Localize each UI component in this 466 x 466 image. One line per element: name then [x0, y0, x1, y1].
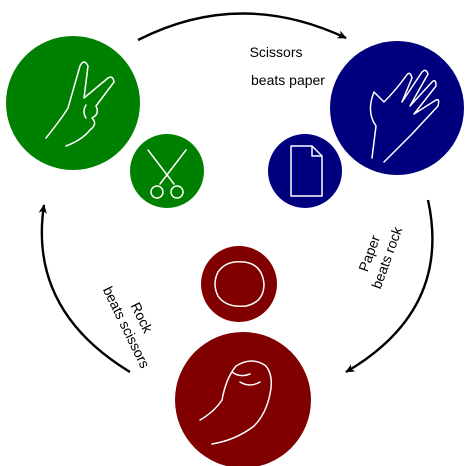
svg-text:Paper beats rock: Paper beats rock [351, 218, 405, 291]
label-scissors-beats-paper: Scissors beats paper [250, 44, 326, 88]
svg-text:Rock beats scissors: Rock beats scissors [100, 276, 169, 371]
arrow-scissors-to-paper [138, 13, 346, 40]
paper-hand-circle [330, 41, 464, 175]
label-paper-beats-rock: Paper beats rock [351, 218, 405, 291]
rock-hand-circle [175, 332, 311, 466]
paper-circle [268, 134, 342, 208]
label-line: Scissors [250, 44, 303, 60]
label-rock-beats-scissors: Rock beats scissors [100, 276, 169, 371]
scissors-hand-circle [6, 36, 140, 170]
rock-circle [201, 246, 277, 322]
scissors-circle [130, 134, 204, 208]
label-line: beats paper [251, 72, 325, 88]
